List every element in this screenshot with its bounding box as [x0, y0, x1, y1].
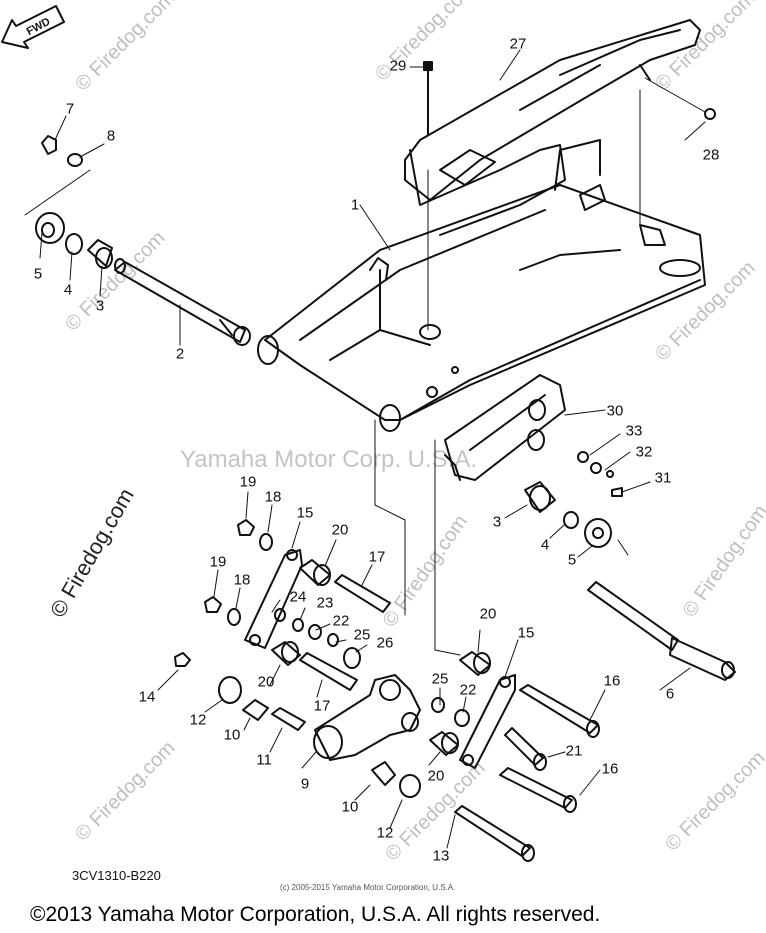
callout-20: 20 — [427, 767, 445, 785]
callout-3: 3 — [492, 513, 502, 531]
callout-25: 25 — [431, 670, 449, 688]
callout-29: 29 — [389, 57, 407, 75]
callout-21: 21 — [565, 742, 583, 760]
callout-5: 5 — [33, 265, 43, 283]
callout-3: 3 — [95, 297, 105, 315]
swingarm — [257, 139, 706, 432]
callout-32: 32 — [635, 443, 653, 461]
callout-19: 19 — [239, 473, 257, 491]
callout-14: 14 — [138, 688, 156, 706]
callout-1: 1 — [350, 196, 360, 214]
pivot-bolt — [587, 581, 736, 681]
chain-slider — [444, 374, 566, 481]
bushing-shafts — [271, 574, 391, 731]
callout-15: 15 — [296, 504, 314, 522]
main-copyright: ©2013 Yamaha Motor Corporation, U.S.A. A… — [30, 903, 601, 926]
callout-4: 4 — [63, 281, 73, 299]
callout-25: 25 — [353, 626, 371, 644]
callout-2: 2 — [175, 345, 185, 363]
callout-15: 15 — [517, 624, 535, 642]
chain-guard — [404, 19, 701, 236]
callout-28: 28 — [702, 146, 720, 164]
callout-24: 24 — [289, 588, 307, 606]
callout-27: 27 — [509, 35, 527, 53]
callout-18: 18 — [264, 488, 282, 506]
relay-arm — [313, 674, 421, 761]
callout-20: 20 — [331, 521, 349, 539]
leader-lines — [39, 49, 706, 849]
callout-10: 10 — [341, 798, 359, 816]
callout-18: 18 — [233, 571, 251, 589]
callout-16: 16 — [601, 760, 619, 778]
callout-9: 9 — [300, 775, 310, 793]
callout-16: 16 — [603, 672, 621, 690]
callout-6: 6 — [665, 685, 675, 703]
callout-4: 4 — [540, 536, 550, 554]
callout-5: 5 — [567, 551, 577, 569]
linkage-bolts — [454, 684, 600, 862]
callout-20: 20 — [257, 673, 275, 691]
callout-23: 23 — [316, 594, 334, 612]
callout-17: 17 — [368, 548, 386, 566]
callout-22: 22 — [459, 681, 477, 699]
callout-17: 17 — [313, 697, 331, 715]
forward-arrow-icon: FWD — [1, 5, 65, 49]
callout-31: 31 — [654, 469, 672, 487]
right-pivot-hardware — [524, 481, 629, 556]
left-pivot-hardware — [24, 135, 113, 269]
watermark-center: Yamaha Motor Corp. U.S.A. — [180, 446, 477, 473]
callout-20: 20 — [479, 605, 497, 623]
callout-8: 8 — [106, 127, 116, 145]
nuts-washers — [174, 519, 421, 798]
callout-12: 12 — [189, 711, 207, 729]
screws-31-33 — [577, 451, 651, 497]
small-copyright: (c) 2005-2015 Yamaha Motor Corporation, … — [280, 883, 456, 892]
callout-12: 12 — [376, 824, 394, 842]
connecting-rods — [244, 549, 516, 769]
callout-30: 30 — [606, 402, 624, 420]
callout-11: 11 — [256, 751, 272, 769]
collars — [271, 559, 491, 756]
drawing-code: 3CV1310-B220 — [72, 868, 161, 883]
callout-7: 7 — [65, 100, 75, 118]
callout-10: 10 — [223, 726, 241, 744]
callout-22: 22 — [332, 612, 350, 630]
pivot-shaft — [114, 258, 251, 346]
guide-lines — [374, 89, 641, 656]
callout-33: 33 — [625, 422, 643, 440]
callout-26: 26 — [376, 634, 394, 652]
bolt-28 — [644, 77, 716, 120]
callout-13: 13 — [432, 847, 450, 865]
callout-19: 19 — [209, 553, 227, 571]
